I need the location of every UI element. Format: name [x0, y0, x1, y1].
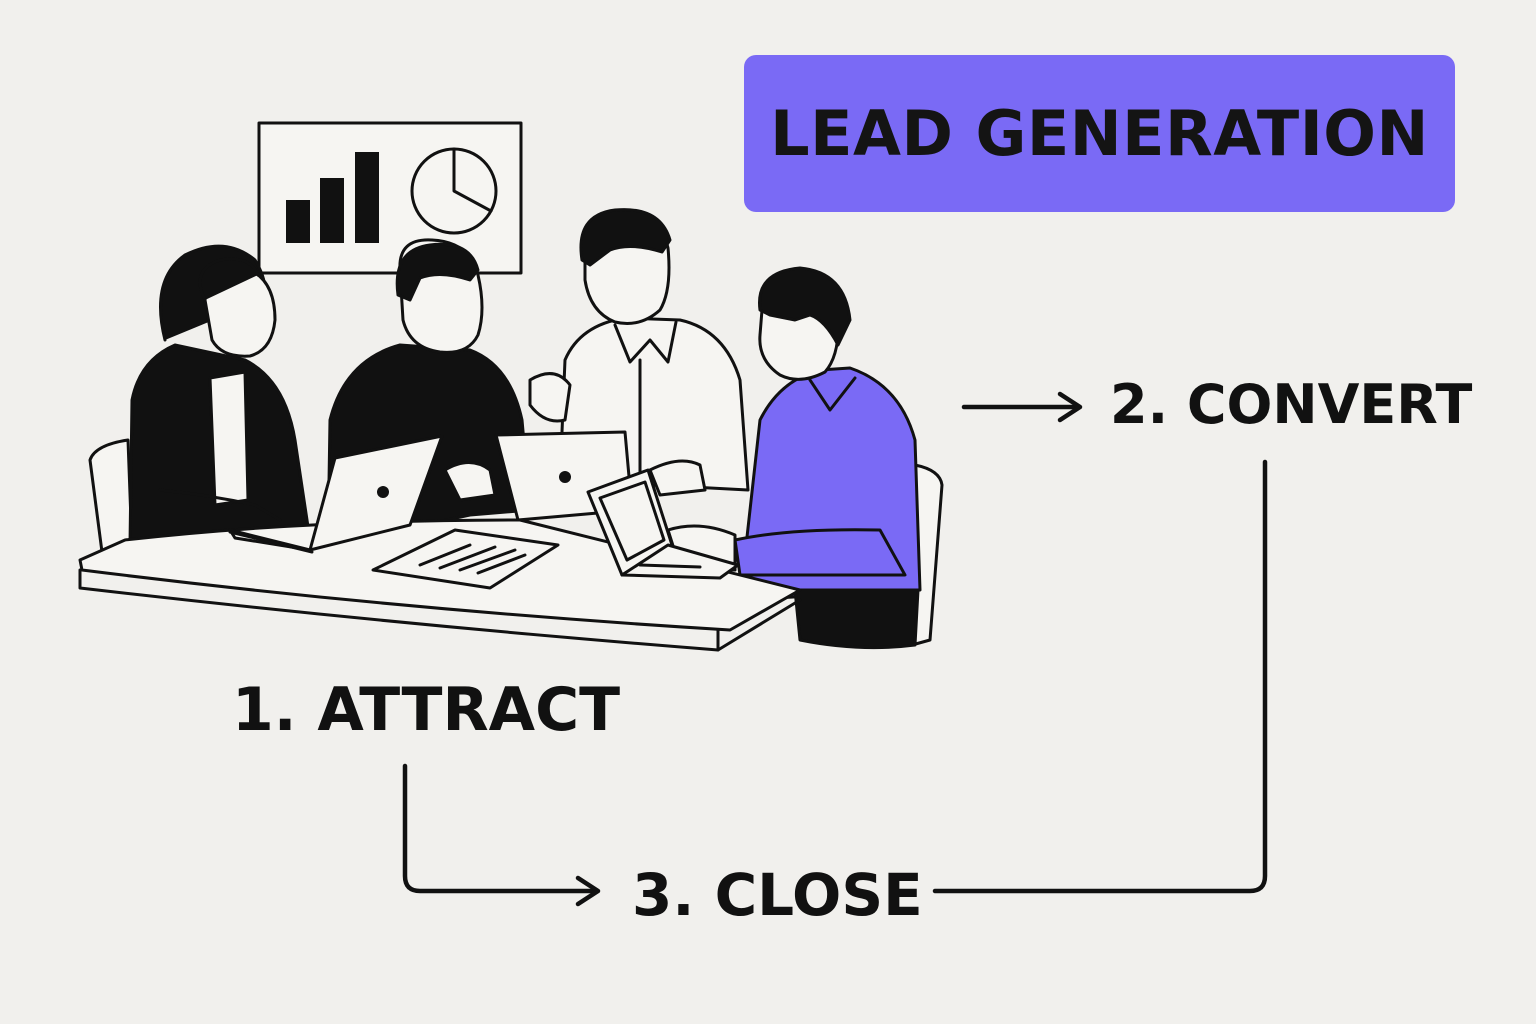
connector-convert-to-close — [932, 459, 1268, 894]
document-icon — [371, 528, 560, 590]
person-man-purple — [666, 266, 922, 650]
laptop-icon — [586, 468, 740, 580]
step-convert-label: 2. CONVERT — [1110, 373, 1473, 436]
step-attract-label: 1. ATTRACT — [232, 675, 621, 745]
chair-left — [88, 438, 134, 554]
wall-chart-board — [257, 121, 523, 275]
step-close-label: 3. CLOSE — [632, 861, 923, 929]
flow-arrows — [402, 391, 1268, 907]
diagram-title: LEAD GENERATION — [770, 97, 1429, 170]
chair-right — [910, 463, 944, 647]
title-banner: LEAD GENERATION — [744, 55, 1455, 212]
arrow-right-icon — [402, 763, 601, 907]
pie-chart-icon — [410, 147, 498, 235]
arrow-right-icon — [961, 391, 1083, 423]
laptop-icon — [228, 434, 444, 554]
bar-chart-icon — [286, 152, 379, 243]
person-woman — [128, 244, 312, 547]
